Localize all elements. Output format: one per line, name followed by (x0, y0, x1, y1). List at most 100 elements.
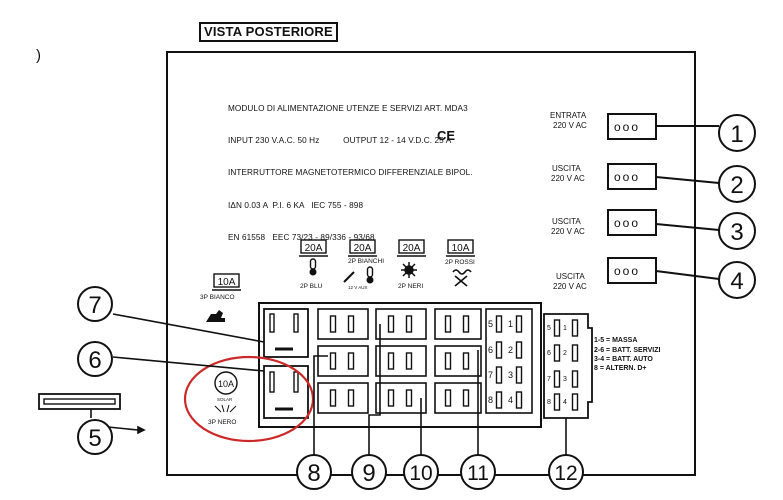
relay-terminal-numbers: 5 1 6 2 7 3 8 4 (488, 319, 513, 405)
no-water-icon (452, 269, 472, 287)
fuse-rating: 10A (218, 379, 234, 389)
fuse-slot-blu[interactable] (317, 308, 369, 340)
spec-line: EN 61558 EEC 73/23 - 89/336 - 93/68 (228, 233, 375, 243)
spec-line: IΔN 0.03 A P.I. 6 KA IEC 755 - 898 (228, 200, 364, 210)
callout-2: 2 (718, 165, 756, 203)
plug-icon (343, 271, 355, 283)
thermometer-icon (309, 258, 317, 276)
fuse-slot-bianchi-2[interactable] (317, 382, 369, 414)
terminal-number: 6 (547, 350, 551, 357)
callout-number: 3 (730, 219, 743, 246)
terminal-number: 2 (563, 350, 567, 357)
fuse-slot-neri-1[interactable] (375, 308, 427, 340)
fuse-slots (317, 308, 533, 414)
socket-voltage: 220 V AC (553, 282, 587, 291)
fuse-caption: 2P ROSSI (445, 259, 475, 266)
fuse-slot-rossi-2[interactable] (434, 345, 482, 377)
terminal-number: 7 (547, 376, 551, 383)
terminal-number: 1 (508, 319, 513, 329)
fuse-slot-rossi-1[interactable] (434, 308, 482, 340)
socket-2[interactable]: USCITA 220 V AC ooo (551, 163, 657, 190)
connector-legend: 1-5 = MASSA 2-6 = BATT. SERVIZI 3-4 = BA… (594, 337, 661, 372)
terminal-number: 2 (508, 345, 513, 355)
legend-item: 3-4 = BATT. AUTO (594, 356, 653, 363)
fuse-3p-bianco[interactable] (263, 308, 309, 358)
callout-7: 7 (77, 286, 113, 322)
callout-1: 1 (718, 114, 756, 152)
terminal-number: 4 (563, 399, 567, 406)
sun-icon (401, 262, 417, 278)
specification-block: MODULO DI ALIMENTAZIONE UTENZE E SERVIZI… (228, 82, 473, 255)
callout-number: 4 (730, 268, 743, 295)
fuse-label-2p-bianchi: 20A 2P BIANCHI 12 V AUX (343, 239, 384, 290)
fuse-rating: 10A (452, 243, 470, 254)
spec-line: MODULO DI ALIMENTAZIONE UTENZE E SERVIZI… (228, 103, 468, 113)
socket-1[interactable]: ENTRATA 220 V AC ooo (550, 111, 657, 140)
highlight-circle (183, 355, 315, 443)
callout-6: 6 (77, 341, 113, 377)
spec-line: INTERRUTTORE MAGNETOTERMICO DIFFERENZIAL… (228, 168, 473, 178)
callout-4: 4 (718, 261, 756, 299)
terminal-number: 7 (488, 370, 493, 380)
socket-voltage: 220 V AC (551, 227, 585, 236)
fuse-caption: 3P NERO (208, 419, 236, 426)
fuse-slot-neri-3[interactable] (375, 382, 427, 414)
legend-item: 8 = ALTERN. D+ (594, 365, 647, 372)
socket-voltage: 220 V AC (551, 174, 585, 183)
terminal-number: 3 (508, 370, 513, 380)
fuse-rating: 20A (305, 243, 323, 254)
callout-number: 9 (362, 460, 375, 487)
callout-number: 12 (554, 462, 577, 485)
socket-pins: ooo (614, 216, 640, 230)
callout-number: 10 (409, 462, 432, 485)
terminal-number: 4 (508, 395, 513, 405)
connector-12[interactable] (543, 313, 593, 419)
callout-9: 9 (351, 454, 387, 490)
callout-number: 2 (730, 172, 743, 199)
callout-12: 12 (548, 454, 584, 490)
thermometer-icon (366, 266, 374, 284)
fuse-label-2p-neri: 20A 2P NERI (397, 239, 426, 290)
ce-mark: CE (437, 128, 455, 143)
terminal-number: 5 (547, 325, 551, 332)
socket-label: USCITA (556, 272, 585, 281)
socket-pins: ooo (614, 120, 640, 134)
fuse-subcaption: SOLAR (217, 397, 233, 402)
terminal-number: 8 (547, 399, 551, 406)
fuse-rating: 20A (403, 243, 421, 254)
page-title: VISTA POSTERIORE (199, 22, 338, 42)
fuse-rating: 10A (218, 277, 236, 288)
fuse-caption: 2P BLU (300, 283, 323, 290)
socket-label: ENTRATA (550, 111, 587, 120)
fuse-3p-nero[interactable] (263, 365, 309, 419)
socket-voltage: 220 V AC (553, 121, 587, 130)
socket-label: USCITA (552, 164, 581, 173)
callout-3: 3 (718, 212, 756, 250)
fuse-block-outline (258, 302, 542, 428)
callout-5: 5 (77, 419, 113, 455)
fuse-slot-rossi-3[interactable] (434, 382, 482, 414)
terminal-number: 8 (488, 395, 493, 405)
terminal-number: 5 (488, 319, 493, 329)
socket-3[interactable]: USCITA 220 V AC ooo (551, 209, 657, 236)
fuse-caption: 2P BIANCHI (348, 258, 384, 265)
spec-line: INPUT 230 V.A.C. 50 Hz OUTPUT 12 - 14 V.… (228, 135, 452, 145)
socket-pins: ooo (614, 170, 640, 184)
fuse-slot-bianchi-1[interactable] (317, 345, 369, 377)
stray-mark: ) (36, 47, 41, 64)
callout-number: 6 (88, 347, 101, 374)
fuse-label-2p-blu: 20A 2P BLU (299, 239, 328, 290)
spare-fuse-strip (38, 393, 121, 418)
legend-item: 1-5 = MASSA (594, 337, 637, 344)
terminal-number: 1 (563, 325, 567, 332)
callout-number: 11 (467, 462, 489, 485)
fuse-slot-neri-2[interactable] (375, 345, 427, 377)
terminal-number: 3 (563, 376, 567, 383)
callout-number: 5 (88, 425, 101, 452)
socket-4[interactable]: USCITA 220 V AC ooo (553, 257, 657, 291)
connector-terminal-numbers: 5 1 6 2 7 3 8 4 (547, 325, 567, 406)
fuse-label-2p-rossi: 10A 2P ROSSI (445, 239, 475, 287)
tap-icon (206, 310, 225, 322)
terminal-number: 6 (488, 345, 493, 355)
